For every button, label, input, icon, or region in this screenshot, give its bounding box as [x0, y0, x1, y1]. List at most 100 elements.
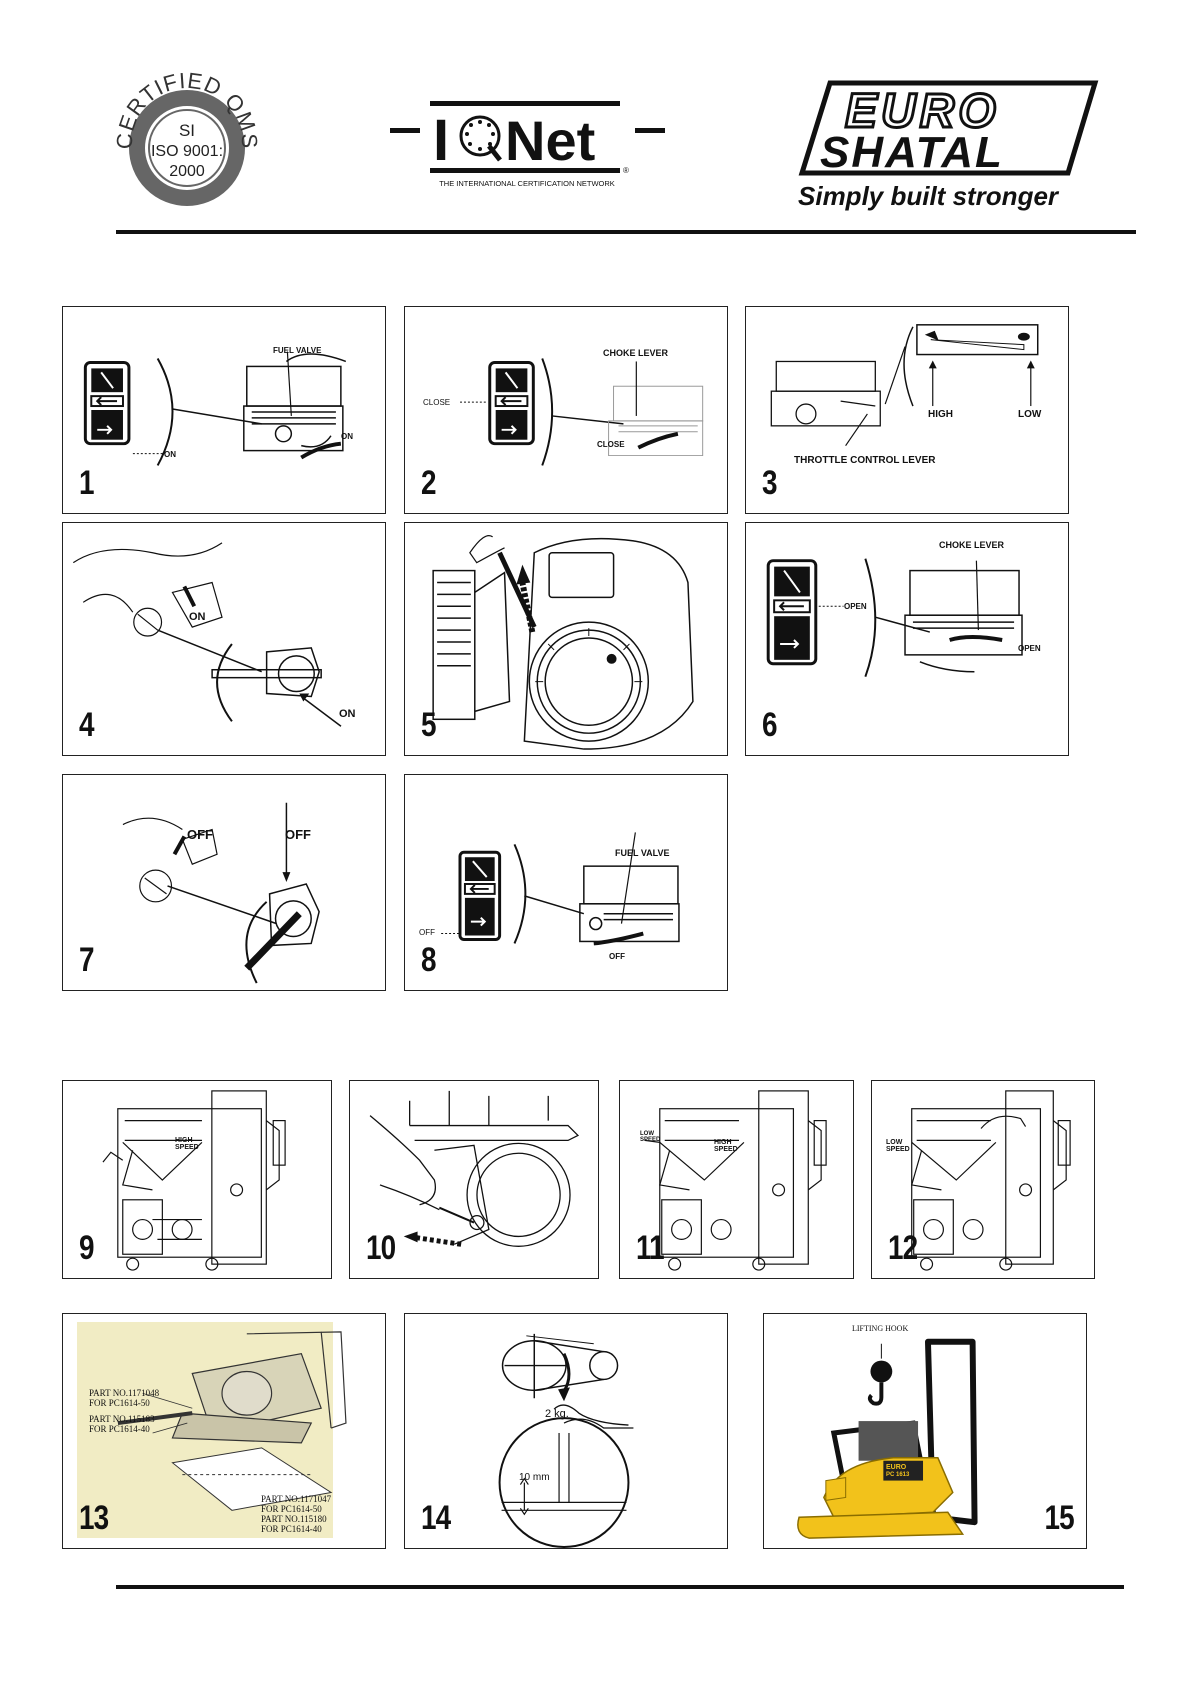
fuel-cap-on-illustration — [72, 542, 342, 727]
panel-number: 3 — [762, 464, 778, 502]
fuel-valve-illustration — [83, 351, 347, 466]
hook-icon — [870, 1360, 893, 1383]
choke-close-illustration — [460, 358, 704, 466]
panel-4-fuel-cap-on: ON ON 4 — [62, 522, 386, 756]
qms-line1: SI — [179, 121, 195, 140]
panel-1-fuel-valve-on: FUEL VALVE ON ON 1 — [62, 306, 386, 514]
iqnet-tagline: THE INTERNATIONAL CERTIFICATION NETWORK — [439, 179, 615, 188]
panel-number: 8 — [421, 941, 437, 979]
eu-stars-icon — [465, 120, 495, 151]
high-speed-label: HIGH SPEED — [175, 1137, 199, 1151]
panel-13-part-numbers: PART NO.1171048 FOR PC1614-50 PART NO.11… — [62, 1313, 386, 1549]
hand-sketch — [369, 1115, 436, 1206]
svg-text:®: ® — [623, 166, 629, 175]
panel-number: 10 — [366, 1229, 396, 1267]
recoil-starter-illustration — [432, 535, 694, 750]
panel-6-choke-open: CHOKE LEVER OPEN OPEN 6 — [745, 522, 1069, 756]
on-label-2: ON — [339, 708, 356, 720]
header-rule — [116, 230, 1136, 234]
choke-lever-label: CHOKE LEVER — [939, 540, 1005, 550]
iqnet-i: I — [433, 108, 449, 173]
panel-number: 13 — [79, 1499, 109, 1537]
fuel-valve-label: FUEL VALVE — [615, 848, 670, 858]
close-label: CLOSE — [423, 398, 451, 407]
lifting-hook-label: LIFTING HOOK — [852, 1324, 909, 1333]
panel-5-recoil-starter: 5 — [404, 522, 728, 756]
on-label: ON — [189, 611, 206, 623]
on-label-2: ON — [164, 450, 176, 459]
part-number-d: PART NO.115180 — [261, 1514, 327, 1524]
plate-compactor-illustration — [797, 1338, 978, 1539]
panel-number: 7 — [79, 941, 95, 979]
panel-number: 12 — [888, 1229, 918, 1267]
panel-10-pull-starter: 10 — [349, 1080, 599, 1279]
panel-8-fuel-valve-off: FUEL VALVE OFF OFF 8 — [404, 774, 728, 991]
panel-12-low-speed: LOW SPEED 12 — [871, 1080, 1095, 1279]
off-label: OFF — [419, 928, 435, 937]
fuel-valve-off-illustration — [441, 832, 680, 946]
shatal-text: SHATAL — [820, 128, 1004, 177]
low-label: LOW — [1018, 409, 1042, 420]
part-number-a: PART NO.1171048 — [89, 1388, 160, 1398]
panel-number: 9 — [79, 1229, 95, 1267]
governor-high-speed-illustration — [102, 1090, 286, 1271]
panel-number: 1 — [79, 464, 95, 502]
euro-text: EURO — [845, 85, 1000, 138]
throttle-control-lever-label: THROTTLE CONTROL LEVER — [794, 455, 936, 466]
choke-lever-label: CHOKE LEVER — [603, 348, 669, 358]
qms-line2: ISO 9001: — [151, 143, 223, 160]
part-number-d-model: FOR PC1614-40 — [261, 1524, 322, 1534]
off-label-2: OFF — [609, 952, 625, 961]
off-label: OFF — [187, 827, 213, 842]
panel-2-choke-close: CHOKE LEVER CLOSE CLOSE 2 — [404, 306, 728, 514]
panel-3-throttle: HIGH LOW THROTTLE CONTROL LEVER 3 — [745, 306, 1069, 514]
hand-sketch — [980, 1115, 1027, 1129]
open-label: OPEN — [844, 602, 867, 611]
slogan-text: Simply built stronger — [798, 181, 1060, 211]
throttle-illustration — [770, 324, 1039, 446]
high-label: HIGH — [928, 409, 953, 420]
panel-7-fuel-cap-off: OFF OFF 7 — [62, 774, 386, 991]
governor-low-speed-illustration — [910, 1090, 1071, 1271]
footer-rule — [116, 1585, 1124, 1589]
iqnet-net: Net — [505, 109, 595, 172]
iqnet-logo: I Net ® THE INTERNATIONAL CERTIFICATION … — [385, 98, 670, 193]
off-label-2: OFF — [285, 827, 311, 842]
hand-sketch — [553, 1404, 629, 1426]
panel-number: 2 — [421, 464, 437, 502]
engine-sketch — [243, 353, 347, 452]
pull-starter-illustration — [369, 1090, 580, 1247]
governor-low-high-illustration — [644, 1090, 827, 1271]
starter-teeth — [535, 628, 643, 683]
part-number-c: PART NO.1171047 — [261, 1494, 332, 1504]
panel-number: 4 — [79, 706, 95, 744]
weight-label: 2 kg. — [545, 1408, 569, 1420]
panel-number: 15 — [1044, 1499, 1075, 1537]
parts-illustration — [117, 1331, 347, 1511]
open-label-2: OPEN — [1018, 644, 1041, 653]
certified-qms-logo: CERTIFIED QMS SI ISO 9001: 2000 — [112, 58, 262, 208]
part-number-a-model: FOR PC1614-50 — [89, 1398, 150, 1408]
high-speed-label: HIGH SPEED — [714, 1139, 738, 1153]
fuel-valve-label: FUEL VALVE — [273, 346, 322, 355]
low-speed-label: LOW SPEED — [640, 1131, 661, 1143]
low-speed-label: LOW SPEED — [886, 1139, 910, 1153]
distance-label: 10 mm — [519, 1472, 550, 1483]
panel-number: 11 — [636, 1229, 665, 1267]
part-number-b: PART NO.115183 — [89, 1414, 155, 1424]
panel-number: 6 — [762, 706, 778, 744]
panel-14-belt-tension: 2 kg. 10 mm 14 — [404, 1313, 728, 1549]
euroshatal-logo: EURO SHATAL Simply built stronger — [790, 75, 1100, 215]
part-number-b-model: FOR PC1614-40 — [89, 1424, 150, 1434]
machine-model-badge: PC 1613 — [886, 1472, 910, 1478]
panel-number: 14 — [421, 1499, 451, 1537]
panel-9-high-speed: HIGH SPEED 9 — [62, 1080, 332, 1279]
on-label: ON — [341, 432, 353, 441]
fuel-cap-off-illustration — [122, 802, 320, 984]
part-number-c-model: FOR PC1614-50 — [261, 1504, 322, 1514]
rabbit-icon — [924, 330, 939, 341]
control-icon-panel — [83, 360, 131, 446]
machine-badge: EURO — [886, 1464, 907, 1471]
choke-open-illustration — [766, 558, 1023, 678]
panel-number: 5 — [421, 706, 437, 744]
